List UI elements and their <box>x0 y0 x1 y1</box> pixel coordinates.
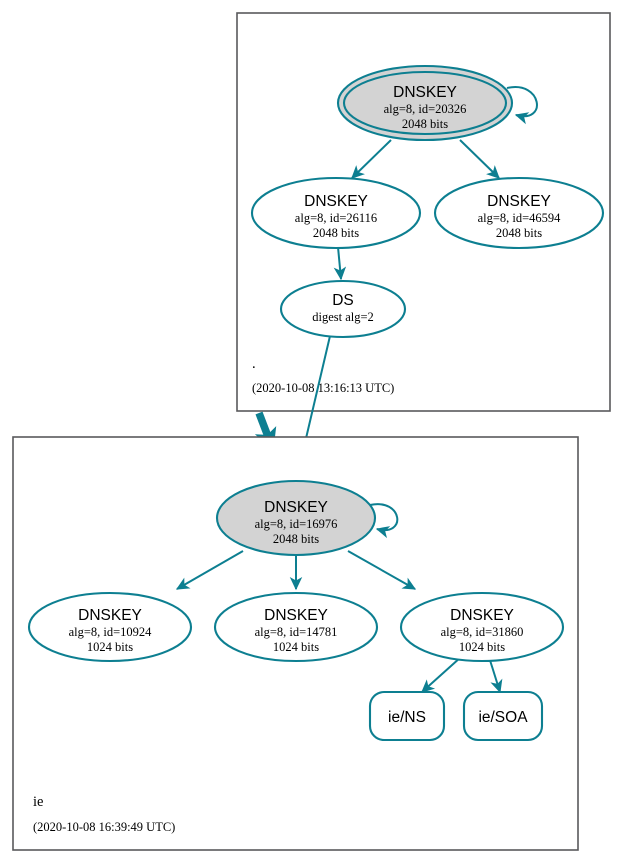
node-root-ds-ie[interactable]: DS digest alg=2 <box>279 279 407 339</box>
node-detail-ie-zsk-10924-alg: alg=8, id=10924 <box>69 625 153 639</box>
zone-timestamp-root: (2020-10-08 13:16:13 UTC) <box>252 381 394 395</box>
node-detail-ie-zsk-31860-alg: alg=8, id=31860 <box>441 625 524 639</box>
node-rect-ie-ns <box>368 690 446 742</box>
edge-self-loop-ie-ksk <box>369 503 399 539</box>
node-root-ksk-20326[interactable]: DNSKEY alg=8, id=20326 2048 bits <box>336 64 514 142</box>
node-inner-ellipse-root-ksk <box>342 70 508 136</box>
node-title-root-zsk-26116: DNSKEY <box>304 193 368 210</box>
node-detail-root-ds-digest: digest alg=2 <box>312 310 374 324</box>
node-root-zsk-46594[interactable]: DNSKEY alg=8, id=46594 2048 bits <box>433 176 605 250</box>
node-detail-root-ksk-size: 2048 bits <box>402 117 448 131</box>
zone-timestamp-ie: (2020-10-08 16:39:49 UTC) <box>33 820 175 834</box>
node-title-root-ksk: DNSKEY <box>393 84 457 101</box>
node-detail-root-zsk-46594-size: 2048 bits <box>496 226 542 240</box>
node-detail-ie-zsk-10924-size: 1024 bits <box>87 640 133 654</box>
edge-layer-ie <box>175 503 503 694</box>
edge-layer-root <box>333 86 538 281</box>
node-ie-rrset-ns[interactable]: ie/NS <box>368 690 446 742</box>
node-ie-rrset-soa[interactable]: ie/SOA <box>462 690 544 742</box>
node-rect-ie-soa <box>462 690 544 742</box>
node-label-ie-ns: ie/NS <box>388 709 426 726</box>
node-ellipse-root-zsk-26116 <box>250 176 422 250</box>
node-ellipse-ie-zsk-14781 <box>213 591 379 663</box>
node-ellipse-ie-zsk-31860 <box>399 591 565 663</box>
node-label-ie-soa: ie/SOA <box>478 709 528 726</box>
node-detail-ie-ksk-alg: alg=8, id=16976 <box>255 517 338 531</box>
zone-label-ie: ie <box>33 794 43 810</box>
node-ie-zsk-10924[interactable]: DNSKEY alg=8, id=10924 1024 bits <box>27 591 193 663</box>
node-title-root-ds: DS <box>332 292 354 309</box>
edge-root-ksk-to-zsk-26116 <box>351 139 392 179</box>
node-root-zsk-26116[interactable]: DNSKEY alg=8, id=26116 2048 bits <box>250 176 422 250</box>
node-ellipse-root-ds <box>279 279 407 339</box>
node-detail-ie-zsk-14781-size: 1024 bits <box>273 640 319 654</box>
edge-ie-zsk-31860-to-ns <box>421 656 462 693</box>
node-ellipse-root-zsk-46594 <box>433 176 605 250</box>
node-title-root-zsk-46594: DNSKEY <box>487 193 551 210</box>
edge-root-zsk-26116-to-ds <box>333 246 347 281</box>
edge-ie-ksk-to-zsk-10924 <box>175 550 244 590</box>
node-title-ie-zsk-10924: DNSKEY <box>78 607 142 624</box>
node-detail-ie-zsk-14781-alg: alg=8, id=14781 <box>255 625 338 639</box>
node-ie-zsk-14781[interactable]: DNSKEY alg=8, id=14781 1024 bits <box>213 591 379 663</box>
edge-ie-ksk-to-zsk-31860 <box>347 550 417 590</box>
edge-ie-zsk-31860-to-soa <box>488 656 503 694</box>
node-ellipse-ie-ksk <box>215 479 377 557</box>
edge-self-loop-root-ksk <box>506 86 538 125</box>
edge-root-ksk-to-zsk-46594 <box>459 139 500 179</box>
node-detail-ie-zsk-31860-size: 1024 bits <box>459 640 505 654</box>
node-title-ie-zsk-31860: DNSKEY <box>450 607 514 624</box>
node-ie-zsk-31860[interactable]: DNSKEY alg=8, id=31860 1024 bits <box>399 591 565 663</box>
node-detail-ie-ksk-size: 2048 bits <box>273 532 319 546</box>
node-ie-ksk-16976[interactable]: DNSKEY alg=8, id=16976 2048 bits <box>215 479 377 557</box>
node-detail-root-zsk-26116-alg: alg=8, id=26116 <box>295 211 377 225</box>
node-title-ie-ksk: DNSKEY <box>264 499 328 516</box>
node-detail-root-zsk-26116-size: 2048 bits <box>313 226 359 240</box>
node-title-ie-zsk-14781: DNSKEY <box>264 607 328 624</box>
node-detail-root-ksk-alg: alg=8, id=20326 <box>384 102 467 116</box>
node-detail-root-zsk-46594-alg: alg=8, id=46594 <box>478 211 562 225</box>
node-ellipse-ie-zsk-10924 <box>27 591 193 663</box>
zone-label-root: . <box>252 356 256 372</box>
